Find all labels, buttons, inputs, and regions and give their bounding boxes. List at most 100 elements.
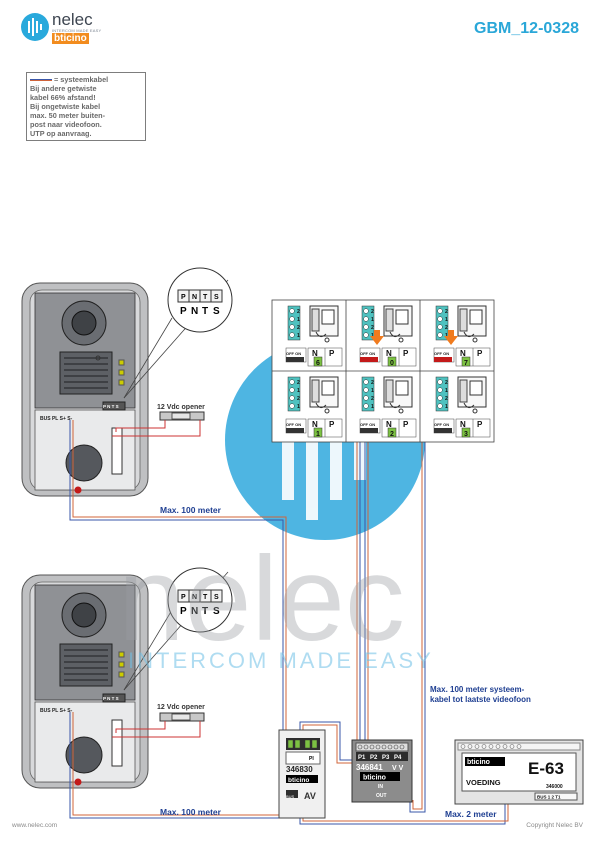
distance-supply: Max. 2 meter	[445, 809, 497, 819]
zoom-terminal-t: T	[202, 306, 208, 317]
module-346830-bus: BUS	[286, 794, 295, 799]
module-346830: PI 346830 bticino BUS AV	[278, 729, 326, 819]
logo-tagline: INTERCOM MADE EASY	[52, 28, 102, 33]
videophone-switch-label: OFF ON	[360, 351, 375, 356]
config-arrow-icon	[444, 330, 458, 345]
zoom2-terminal-s-small: S	[214, 594, 219, 601]
videophone-terminal-n: N	[460, 420, 466, 429]
videophone-terminal-num: 1	[371, 404, 374, 410]
legend-row: = systeemkabel	[30, 75, 142, 84]
watermark-word: nelec	[118, 532, 405, 666]
videophone-terminal-p: P	[403, 349, 409, 358]
videophone-terminal-num: 2	[371, 325, 374, 331]
power-supply: bticino E-63 VOEDING 346000 BUS 1 2 T1	[454, 739, 584, 805]
supply-code: 346000	[546, 784, 563, 790]
videophone-terminal-n: N	[386, 349, 392, 358]
zoom-terminal-n-small: N	[192, 294, 197, 301]
logo-word: nelec	[52, 10, 93, 29]
videophone-grid	[271, 299, 495, 443]
videophone-address: 6	[316, 360, 320, 367]
opener-label-1: 12 Vdc opener	[157, 404, 205, 411]
footer-copyright: Copyright Nelec BV	[526, 822, 583, 829]
videophone-terminal-p: P	[329, 349, 335, 358]
distance-panel2: Max. 100 meter	[160, 807, 222, 817]
document-code: GBM_12-0328	[474, 20, 579, 37]
videophone-terminal-num: 1	[445, 388, 448, 394]
videophone-address: 7	[464, 360, 468, 367]
videophone-terminal-num: 2	[297, 309, 300, 315]
videophone-terminal-p: P	[477, 349, 483, 358]
videophone-terminal-num: 1	[297, 317, 300, 323]
module-346830-av: AV	[304, 791, 316, 801]
note-line: max. 50 meter buiten-	[30, 111, 106, 120]
zoom-terminal-n: N	[191, 306, 198, 317]
module-346841-p4: P4	[394, 755, 402, 761]
videophone-terminal-num: 2	[445, 396, 448, 402]
opener-label-2: 12 Vdc opener	[157, 704, 205, 711]
videophone-terminal-num: 2	[297, 380, 300, 386]
note-line: Bij andere getwiste	[30, 84, 97, 93]
logo-brand: bticino	[52, 33, 89, 44]
zoom2-terminal-t-small: T	[203, 594, 208, 601]
videophone-switch-label: OFF ON	[286, 351, 301, 356]
supply-brand: bticino	[467, 759, 490, 766]
zoom2-terminal-p-small: P	[181, 594, 186, 601]
videophone-switch-label: OFF ON	[360, 422, 375, 427]
videophone-terminal-num: 2	[371, 309, 374, 315]
zoom-terminal-t-small: T	[203, 294, 208, 301]
supply-voeding: VOEDING	[466, 778, 501, 787]
zoom2-terminal-s: S	[213, 606, 220, 617]
videophone-terminal-n: N	[312, 420, 318, 429]
videophone-terminal-num: 1	[445, 404, 448, 410]
videophone-terminal-p: P	[403, 420, 409, 429]
door-opener-1: 12 Vdc opener	[157, 404, 205, 421]
zoom-terminal-s: S	[213, 306, 220, 317]
videophone-switch-label: OFF ON	[434, 351, 449, 356]
distance-system-line1: Max. 100 meter systeem-	[430, 685, 525, 694]
legend-label: = systeemkabel	[54, 75, 109, 84]
zoom-callout-2: P N T S P N T S	[123, 567, 233, 691]
bus-terminal-label-2: BUS PL S+ S-	[40, 708, 73, 714]
videophone-terminal-num: 1	[371, 317, 374, 323]
distance-panel1: Max. 100 meter	[160, 505, 222, 515]
zoom2-terminal-t: T	[202, 606, 208, 617]
videophone-terminal-num: 2	[445, 325, 448, 331]
zoom-terminal-p: P	[180, 306, 187, 317]
zoom2-terminal-n-small: N	[192, 594, 197, 601]
module-346830-pi: PI	[309, 756, 314, 762]
videophone-terminal-n: N	[460, 349, 466, 358]
videophone-address: 1	[316, 431, 320, 438]
videophone-terminal-p: P	[477, 420, 483, 429]
distance-system-line2: kabel tot laatste videofoon	[430, 695, 531, 704]
videophone-terminal-num: 2	[445, 380, 448, 386]
supply-model: E-63	[528, 759, 564, 778]
module-346841-brand: bticino	[363, 775, 386, 782]
cable-note: = systeemkabel Bij andere getwiste kabel…	[26, 72, 146, 141]
pnts-small-label-1: P N T S	[103, 404, 119, 409]
module-346841: P1 P2 P3 P4 346841 V V bticino IN OUT	[351, 739, 413, 803]
pnts-small-label-2: P N T S	[103, 696, 119, 701]
zoom-terminal-p-small: P	[181, 294, 186, 301]
module-346841-p1: P1	[358, 755, 366, 761]
note-line: kabel 66% afstand!	[30, 93, 96, 102]
videophone-terminal-num: 1	[297, 388, 300, 394]
watermark-tagline: INTERCOM MADE EASY	[128, 648, 434, 673]
videophone-terminal-n: N	[312, 349, 318, 358]
header-logo	[20, 12, 50, 47]
videophone-terminal-num: 1	[297, 404, 300, 410]
door-opener-2: 12 Vdc opener	[157, 704, 205, 722]
note-line: UTP op aanvraag.	[30, 129, 92, 138]
module-346841-p3: P3	[382, 755, 390, 761]
videophone-address: 3	[464, 431, 468, 438]
zoom-callout-1: P N T S P N T S	[123, 267, 233, 399]
module-346841-code: 346841	[356, 763, 383, 772]
videophone-switch-label: OFF ON	[286, 422, 301, 427]
